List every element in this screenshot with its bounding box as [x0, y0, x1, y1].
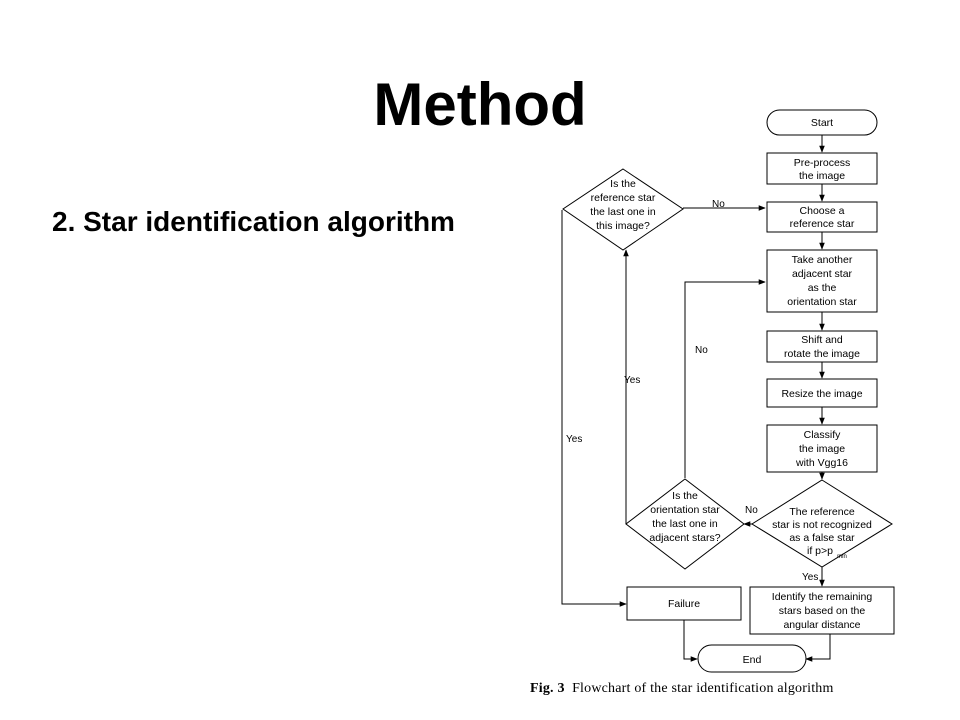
identify-line-3: angular distance: [783, 619, 860, 631]
node-preprocess: [766, 152, 878, 185]
node-end: [697, 644, 807, 673]
classify-line-3: with Vgg16: [795, 457, 848, 469]
node-take-adjacent: [766, 249, 878, 313]
shift-rotate-line-2: rotate the image: [784, 348, 860, 360]
preprocess-line-1: Pre-process: [794, 157, 851, 169]
label-orientation-last-yes: Yes: [624, 375, 640, 386]
false-star-line-1: The reference: [789, 506, 855, 518]
orientation-last-line-1: Is the: [672, 490, 698, 502]
ref-last-line-1: Is the: [610, 178, 636, 190]
node-choose-ref: [766, 201, 878, 233]
edge-identify-end: [805, 634, 831, 662]
flowchart-nodes: [562, 109, 895, 673]
label-orientation-last-no: No: [695, 345, 708, 356]
orientation-last-line-2: orientation star: [650, 504, 720, 516]
ref-last-line-4: this image?: [596, 220, 650, 232]
end-label: End: [743, 654, 762, 666]
false-star-line-4: if p>p: [807, 545, 833, 557]
take-adjacent-line-2: adjacent star: [792, 268, 853, 280]
flowchart-node-texts: Start Pre-process the image Choose a ref…: [590, 117, 872, 666]
node-identify-remaining: [749, 586, 895, 635]
classify-line-1: Classify: [804, 429, 842, 441]
figure-caption: Fig. 3 Flowchart of the star identificat…: [530, 681, 950, 697]
orientation-last-line-3: the last one in: [652, 518, 718, 530]
false-star-subscript: min: [837, 554, 847, 560]
false-star-line-3: as a false star: [789, 532, 855, 544]
slide-subtitle: 2. Star identification algorithm: [52, 206, 455, 237]
false-star-line-2: star is not recognized: [772, 519, 872, 531]
edge-ref-yes-failure: [561, 210, 627, 607]
edge-failure-end: [683, 620, 698, 662]
classify-line-2: the image: [799, 443, 845, 455]
start-label: Start: [811, 117, 833, 129]
flowchart-edge-labels: No No Yes Yes No Yes: [566, 199, 818, 583]
choose-ref-line-2: reference star: [790, 218, 855, 230]
node-classify: [766, 424, 878, 473]
label-false-star-yes: Yes: [802, 572, 818, 583]
label-ref-last-no: No: [712, 199, 725, 210]
figure-caption-label: Fig. 3: [530, 681, 565, 696]
identify-line-1: Identify the remaining: [772, 591, 873, 603]
ref-last-line-2: reference star: [591, 192, 656, 204]
node-decision-orientation-last: [625, 478, 745, 570]
resize-label: Resize the image: [781, 388, 862, 400]
label-ref-last-yes: Yes: [566, 434, 582, 445]
identify-line-2: stars based on the: [779, 605, 866, 617]
take-adjacent-line-4: orientation star: [787, 296, 857, 308]
node-start: [766, 109, 878, 136]
take-adjacent-line-1: Take another: [792, 254, 853, 266]
preprocess-line-2: the image: [799, 170, 845, 182]
orientation-last-line-4: adjacent stars?: [649, 532, 720, 544]
node-failure: [626, 586, 742, 621]
choose-ref-line-1: Choose a: [800, 205, 845, 217]
failure-label: Failure: [668, 598, 700, 610]
figure-caption-text: Flowchart of the star identification alg…: [572, 681, 834, 696]
node-resize: [766, 378, 878, 408]
ref-last-line-3: the last one in: [590, 206, 656, 218]
node-decision-ref-last: [562, 168, 684, 251]
shift-rotate-line-1: Shift and: [801, 334, 843, 346]
node-decision-false-star: [751, 479, 893, 568]
slide-title: Method: [373, 71, 587, 138]
flowchart-edges: [561, 135, 831, 662]
take-adjacent-line-3: as the: [808, 282, 837, 294]
edge-orientation-no-take: [684, 279, 766, 478]
label-false-star-no: No: [745, 505, 758, 516]
node-shift-rotate: [766, 330, 878, 363]
